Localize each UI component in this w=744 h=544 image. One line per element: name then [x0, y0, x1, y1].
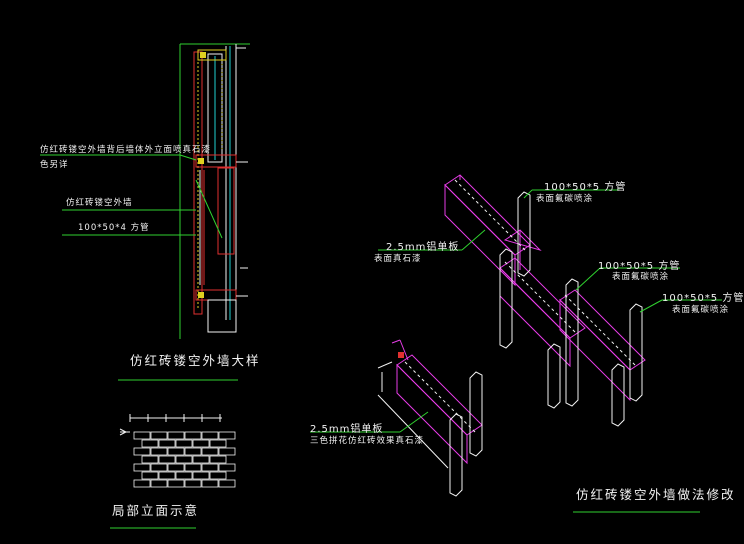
brick: [184, 479, 202, 488]
section-detail: [40, 43, 250, 339]
brick-pattern: [133, 431, 236, 488]
brick: [175, 439, 193, 448]
brick: [209, 455, 227, 464]
brick: [192, 471, 210, 480]
brick: [184, 431, 202, 440]
brick: [167, 479, 185, 488]
iso-assembly-upper: [378, 174, 722, 427]
brick: [158, 471, 176, 480]
brick: [175, 471, 193, 480]
note-tube-top: 100*50*5 方管: [544, 182, 627, 193]
note-back-wall-line2: 色另详: [40, 160, 69, 170]
brick: [201, 479, 219, 488]
brick: [133, 431, 151, 440]
brick: [150, 463, 168, 472]
brick: [133, 447, 151, 456]
brick: [184, 463, 202, 472]
brick: [133, 463, 151, 472]
brick: [218, 431, 236, 440]
brick: [158, 439, 176, 448]
brick: [184, 447, 202, 456]
elevation-title: 局部立面示意: [112, 503, 200, 518]
note-tube-right-finish: 表面氟碳喷涂: [672, 305, 730, 315]
brick: [167, 431, 185, 440]
note-tube-top-finish: 表面氟碳喷涂: [536, 194, 594, 204]
note-plate-top: 2.5mm铝单板: [386, 242, 460, 253]
note-plate-bottom: 2.5mm铝单板: [310, 424, 384, 435]
brick: [218, 479, 236, 488]
brick-elevation: [119, 414, 222, 436]
brick: [192, 439, 210, 448]
note-tube-mid: 100*50*5 方管: [598, 261, 681, 272]
brick: [141, 439, 159, 448]
note-square-tube: 100*50*4 方管: [78, 223, 150, 233]
note-back-wall: 仿红砖镂空外墙背后墙体外立面喷真石漆: [40, 145, 212, 155]
brick: [167, 463, 185, 472]
brick: [150, 447, 168, 456]
note-plate-bottom-finish: 三色拼花仿红砖效果真石漆: [310, 436, 425, 446]
brick: [141, 471, 159, 480]
iso-drawing-title: 仿红砖镂空外墙做法修改: [576, 487, 736, 502]
brick: [218, 463, 236, 472]
brick: [209, 471, 227, 480]
note-plate-top-finish: 表面真石漆: [374, 254, 422, 264]
brick: [201, 463, 219, 472]
brick: [167, 447, 185, 456]
brick: [158, 455, 176, 464]
section-detail-title: 仿红砖镂空外墙大样: [130, 353, 261, 368]
brick: [150, 479, 168, 488]
brick: [201, 431, 219, 440]
brick: [192, 455, 210, 464]
brick: [201, 447, 219, 456]
iso-assembly-lower: [310, 339, 483, 497]
brick: [133, 479, 151, 488]
brick: [209, 439, 227, 448]
brick: [218, 447, 236, 456]
brick: [150, 431, 168, 440]
note-tube-mid-finish: 表面氟碳喷涂: [612, 272, 670, 282]
brick: [141, 455, 159, 464]
note-brick-wall: 仿红砖镂空外墙: [66, 198, 133, 208]
note-tube-right: 100*50*5 方管: [662, 293, 744, 304]
brick: [175, 455, 193, 464]
